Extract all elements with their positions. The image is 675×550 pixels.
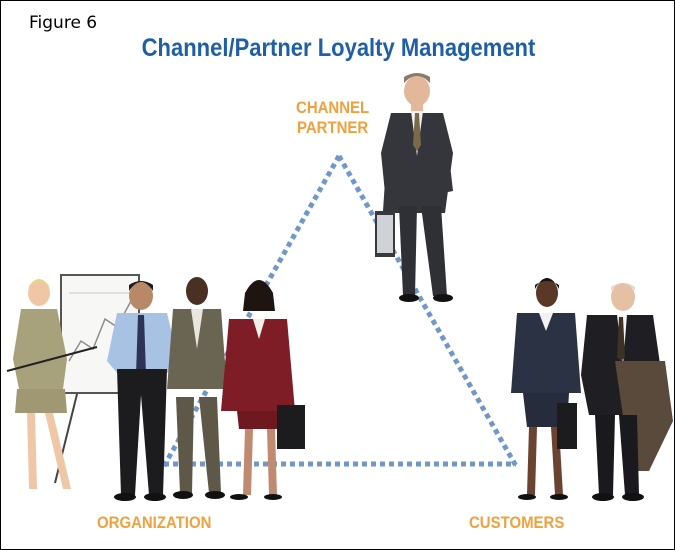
channel-partner-label-line-2: PARTNER (296, 118, 369, 137)
channel-partner-label: CHANNEL PARTNER (293, 98, 372, 138)
loyalty-triangle (161, 154, 519, 468)
diagram-title: Channel/Partner Loyalty Management (141, 34, 536, 62)
figure-label: Figure 6 (29, 13, 98, 33)
organization-group-icon (6, 277, 305, 501)
customers-label: CUSTOMERS (469, 513, 565, 532)
organization-label: ORGANIZATION (97, 513, 212, 532)
customers-group-icon (511, 278, 673, 501)
channel-partner-person-icon (375, 73, 453, 302)
triangle-edge-right (336, 154, 519, 468)
channel-partner-label-line-1: CHANNEL (296, 98, 370, 117)
